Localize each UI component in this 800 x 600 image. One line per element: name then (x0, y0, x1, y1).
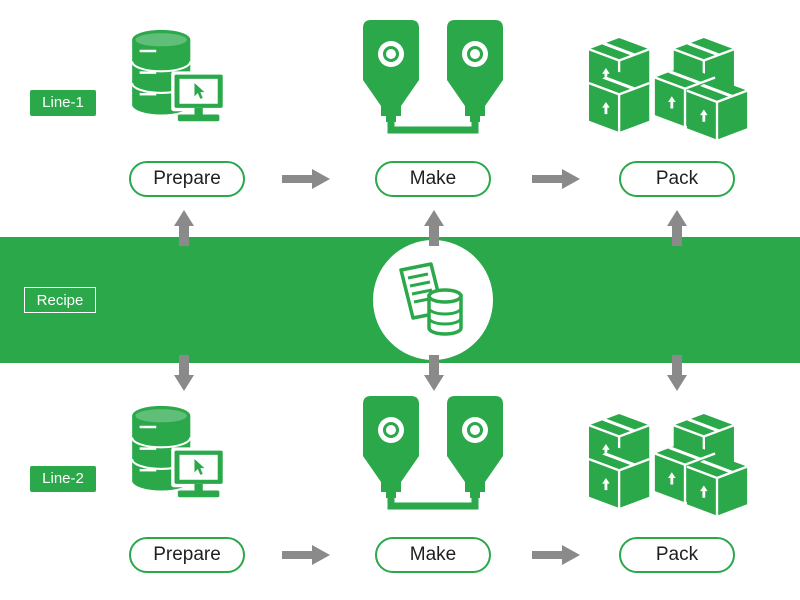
recipe-to-line-2-prepare-arrow-down-icon (174, 355, 194, 391)
recipe-document-database-icon (399, 262, 463, 336)
recipe-to-line-1-prepare-arrow-up-icon (174, 210, 194, 246)
line-2-label: Line-2 (30, 466, 96, 492)
line-2-silos-icon (353, 394, 513, 514)
line-1-prepare-step: Prepare (129, 161, 245, 197)
line-1-database-computer-icon (131, 28, 228, 123)
line-2-prepare-step: Prepare (129, 537, 245, 573)
line-1-silos-icon (353, 18, 513, 138)
line-1-arrow-right-icon (532, 169, 580, 189)
line-2-pack-step: Pack (619, 537, 735, 573)
line-2-arrow-right-icon (532, 545, 580, 565)
recipe-to-line-1-make-arrow-up-icon (424, 210, 444, 246)
line-1-boxes-icon (589, 28, 749, 142)
line-2-boxes-icon (589, 404, 749, 518)
line-2-make-step: Make (375, 537, 491, 573)
recipe-to-line-1-pack-arrow-up-icon (667, 210, 687, 246)
line-1-pack-step: Pack (619, 161, 735, 197)
recipe-to-line-2-pack-arrow-down-icon (667, 355, 687, 391)
recipe-to-line-2-make-arrow-down-icon (424, 355, 444, 391)
line-1-label: Line-1 (30, 90, 96, 116)
recipe-label: Recipe (24, 287, 96, 313)
line-1-arrow-right-icon (282, 169, 330, 189)
line-1-make-step: Make (375, 161, 491, 197)
line-2-arrow-right-icon (282, 545, 330, 565)
line-2-database-computer-icon (131, 404, 228, 499)
